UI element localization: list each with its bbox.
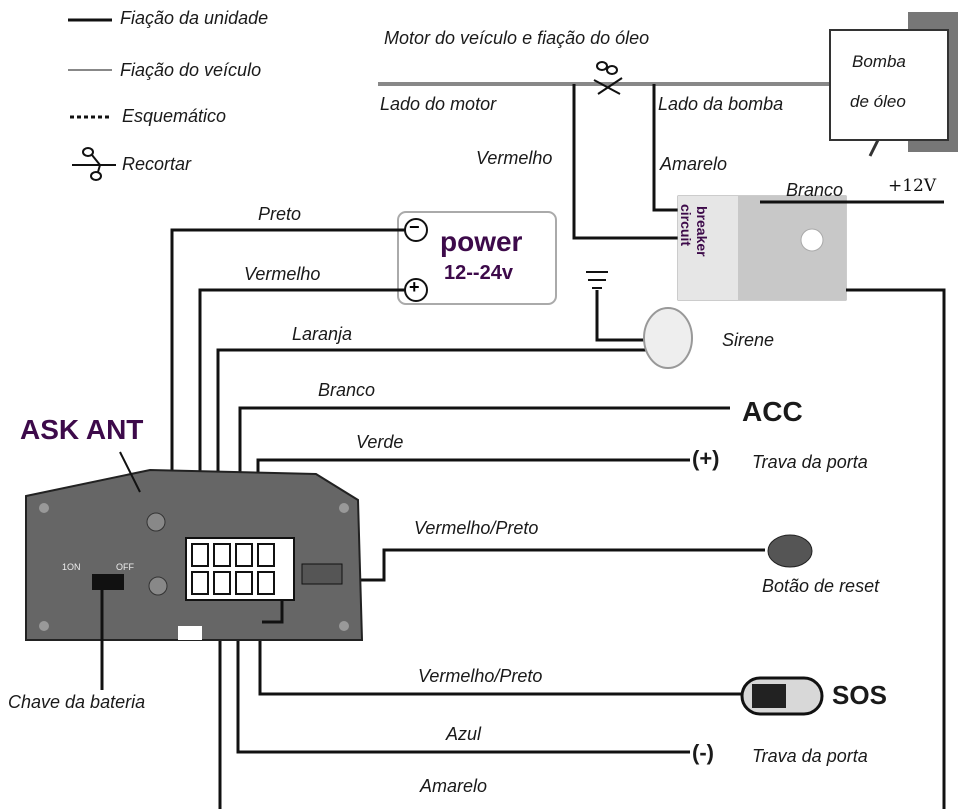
reset-button-icon — [767, 534, 813, 568]
legend-cut-label: Recortar — [122, 154, 192, 174]
door-lock-plus-sign: (+) — [692, 446, 720, 471]
power-plus-sign: + — [409, 277, 420, 297]
breaker-label-2: breaker — [694, 206, 710, 257]
legend-unit-label: Fiação da unidade — [120, 8, 269, 28]
wire-orange-label: Laranja — [292, 324, 353, 344]
pump-cable — [868, 139, 880, 157]
door-lock-minus-sign: (-) — [692, 740, 714, 765]
wire-red-label: Vermelho — [244, 264, 321, 284]
device-tab — [178, 626, 202, 640]
sos-button-face — [752, 684, 786, 708]
acc-label: ACC — [742, 396, 803, 427]
breaker-hole — [800, 228, 824, 252]
siren-label: Sirene — [722, 330, 775, 350]
wire-red-black-1 — [292, 548, 765, 582]
power-box — [397, 211, 557, 305]
oil-wiring-title: Motor do veículo e fiação do óleo — [384, 28, 650, 48]
breaker-label-plate — [678, 196, 738, 300]
breaker-side — [738, 196, 846, 300]
wire-blue-label: Azul — [446, 724, 482, 744]
device-screw — [39, 503, 49, 513]
power-voltage: 12--24v — [444, 262, 513, 284]
wire-yellow-label: Amarelo — [420, 776, 488, 796]
switch-on-label: 1ON — [62, 562, 81, 572]
power-label: power — [440, 226, 523, 257]
white-wire-label: Branco — [786, 180, 844, 200]
pump-label-1: Bomba — [852, 52, 906, 71]
wire-cluster — [262, 600, 284, 624]
siren-icon — [643, 307, 693, 369]
legend-vehicle-label: Fiação do veículo — [120, 60, 262, 80]
wire-red-black-2 — [258, 625, 745, 696]
antenna-port — [146, 512, 166, 532]
battery-key-label: Chave da bateria — [8, 692, 146, 712]
cut-scissors-icon — [593, 61, 623, 95]
device-screw — [339, 621, 349, 631]
door-lock-minus-label: Trava da porta — [752, 746, 868, 766]
reset-label: Botão de reset — [762, 576, 880, 596]
legend-schematic-label: Esquemático — [122, 106, 227, 126]
power-switch — [92, 574, 124, 590]
connector-pins — [191, 543, 275, 595]
wire-red — [198, 288, 405, 552]
yellow-wire-breaker — [652, 84, 678, 212]
red-wire-label: Vermelho — [476, 148, 553, 168]
device-slot — [301, 563, 343, 585]
antenna-pointer — [119, 451, 141, 493]
wire-red-black-1-label: Vermelho/Preto — [414, 518, 539, 538]
oil-pump-box — [829, 29, 949, 141]
antenna-label: ASK ANT — [20, 414, 144, 445]
sos-label: SOS — [832, 680, 887, 710]
device-screw — [339, 503, 349, 513]
siren-wire — [595, 290, 648, 342]
breaker-label-1: circuit — [678, 204, 694, 247]
pump-side-label: Lado da bomba — [658, 94, 784, 114]
pump-label-2: de óleo — [850, 92, 906, 111]
wire-black-label: Preto — [258, 204, 302, 224]
legend-scissors-icon — [72, 147, 116, 181]
yellow-wire-label: Amarelo — [660, 154, 728, 174]
ground-icon — [586, 271, 608, 289]
wire-red-black-2-label: Vermelho/Preto — [418, 666, 543, 686]
red-wire-breaker — [572, 84, 678, 240]
breaker-output-wire — [846, 288, 946, 809]
switch-off-label: OFF — [116, 562, 134, 572]
wire-white-label: Branco — [318, 380, 376, 400]
device-screw — [39, 621, 49, 631]
device-port — [148, 576, 168, 596]
plus-12v-label: +12V — [888, 176, 937, 196]
wire-blue — [236, 600, 690, 754]
wire-green-label: Verde — [356, 432, 404, 452]
door-lock-plus-label: Trava da porta — [752, 452, 868, 472]
power-minus-sign: − — [409, 217, 420, 237]
engine-side-label: Lado do motor — [380, 94, 497, 114]
